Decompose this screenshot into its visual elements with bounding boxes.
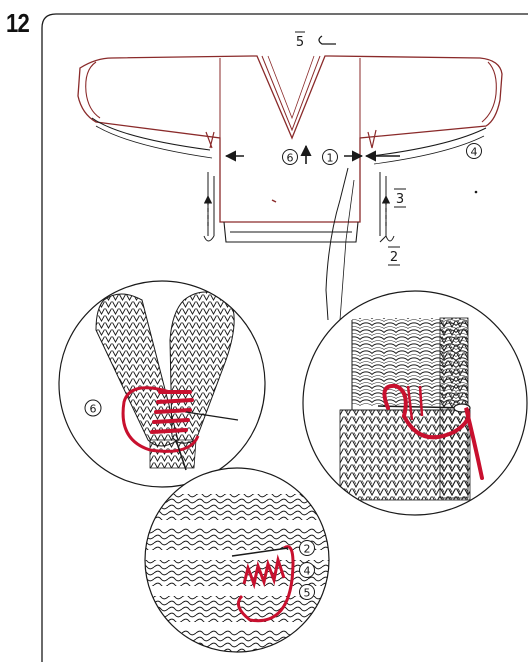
label-step-5-circle: 5: [300, 585, 315, 600]
side-seam-detail: [303, 291, 527, 515]
label-step-2-top: 2: [388, 247, 400, 265]
arrow-step-5: [319, 36, 336, 44]
grafting-stitch-detail: 2 4 5: [140, 468, 340, 654]
label-step-6-top: 6: [283, 150, 298, 165]
label-step-4-circle: 4: [300, 563, 315, 578]
label-5-text: 5: [296, 35, 304, 50]
v-neck: [262, 56, 320, 130]
label-step-2-circle: 2: [300, 541, 315, 556]
left-cuff: [86, 62, 100, 118]
label-step-3: 3: [394, 189, 406, 207]
right-cuff: [482, 62, 496, 122]
label-step-6-circle: 6: [85, 400, 101, 416]
label-step-4-top: 4: [467, 144, 482, 159]
mattress-stitch-ribbing-detail: 6: [59, 281, 265, 487]
label-4-text: 4: [471, 146, 478, 159]
label-5-circle-text: 5: [304, 587, 311, 600]
label-step-1: 1: [323, 150, 338, 165]
label-3-text: 3: [396, 192, 404, 207]
label-1-text: 1: [327, 152, 334, 165]
label-2-circle-text: 2: [304, 543, 311, 556]
sweater-outline: [78, 56, 502, 222]
waist-band: [224, 222, 358, 242]
label-6-text: 6: [287, 152, 294, 165]
label-4-circle-text: 4: [304, 565, 311, 578]
sweater-assembly-diagram: [78, 36, 502, 320]
label-2-text: 2: [390, 250, 398, 265]
label-6-circle-text: 6: [90, 403, 97, 416]
label-step-5: 5: [295, 32, 305, 50]
